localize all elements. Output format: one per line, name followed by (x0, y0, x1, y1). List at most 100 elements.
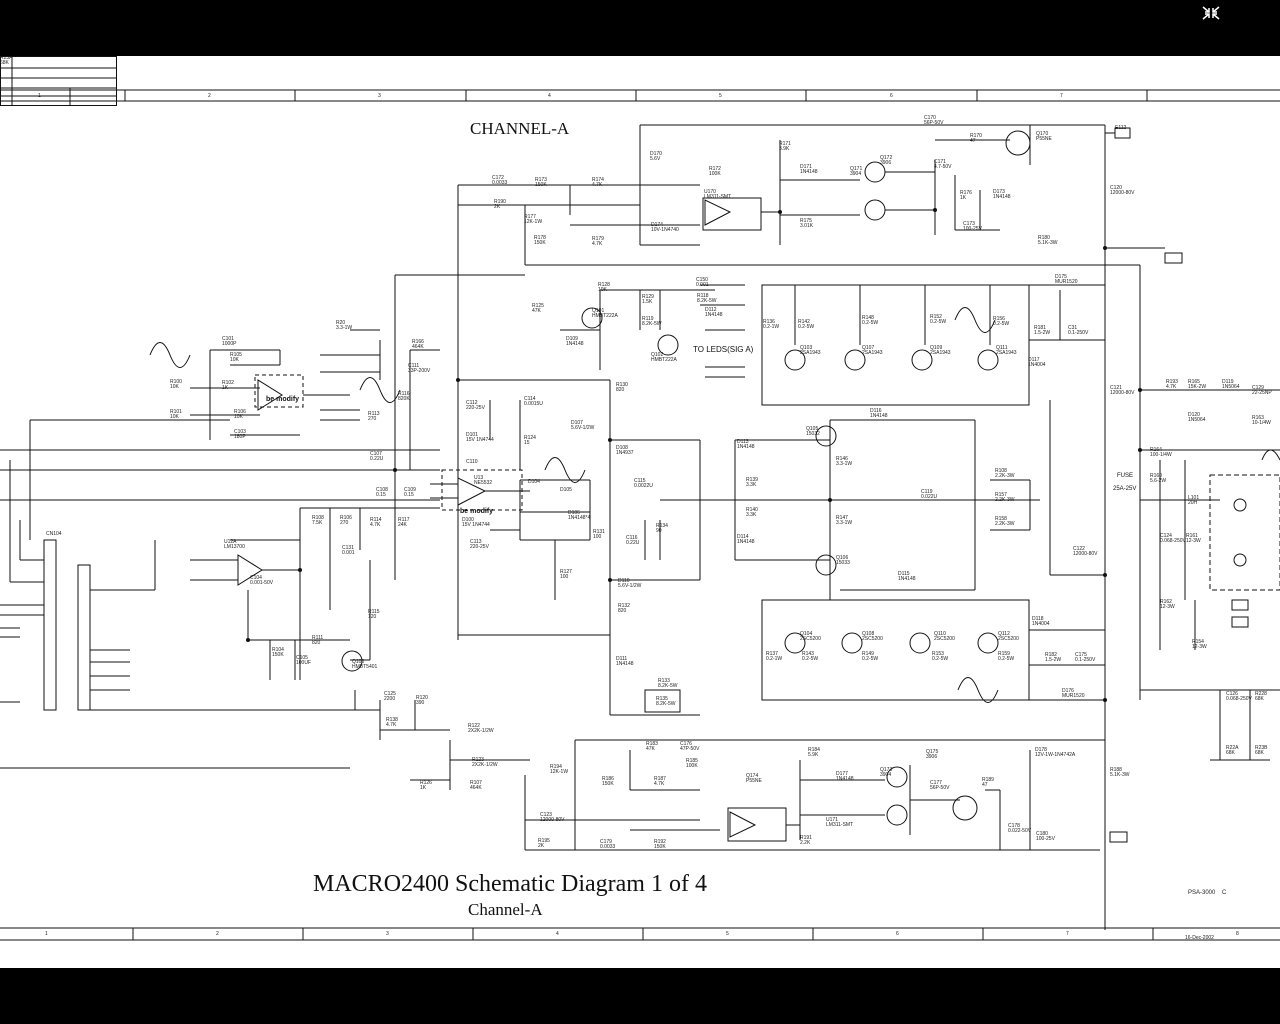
component-value: LM311-SMT (826, 822, 854, 828)
collapse-arrows-icon[interactable] (1200, 4, 1222, 22)
component-value: 0.15 (376, 492, 386, 498)
component-value: 1K (420, 785, 427, 791)
component-value: 5.1K-3W (1038, 240, 1058, 246)
component-ref: C108 (376, 487, 388, 493)
component-value: 8.2K-5W (656, 701, 676, 707)
component-value: 4.7K (370, 522, 381, 528)
component-ref: C103 (234, 429, 246, 435)
component-value: NE5532 (474, 480, 493, 486)
component-value: 12K-1W (524, 219, 543, 225)
component-ref: R175 (800, 218, 812, 224)
component-value: 1N4148 (737, 539, 755, 545)
component-value: 15V 1N4744 (462, 522, 490, 528)
component-value: 150K (602, 781, 614, 787)
component-ref: R130 (616, 382, 628, 388)
component-value: 47P-50V (680, 746, 700, 752)
component-ref: D111 (616, 656, 628, 662)
component-ref: R104 (272, 647, 284, 653)
component-value: 1.5-2W (1034, 330, 1051, 336)
component-ref: D120 (1188, 412, 1200, 418)
component-value: 4.7K (1166, 384, 1177, 390)
component-value: 5.9K (808, 752, 819, 758)
component-ref: R111 (312, 635, 324, 641)
component-value: 2SC5200 (862, 636, 883, 642)
border-num-top: 6 (890, 93, 893, 99)
component-value: 390 (416, 700, 425, 706)
component-value: 1N4148*4 (568, 515, 591, 521)
component-ref: R152 (930, 314, 942, 320)
component-value: 47K (532, 308, 541, 314)
component-value: 47 (982, 782, 988, 788)
component-ref: R139 (746, 477, 758, 483)
component-value: 464K (412, 344, 424, 350)
component-ref: Q107 (862, 345, 875, 351)
component-ref: R142 (798, 319, 810, 325)
component-ref: R173 (535, 177, 547, 183)
component-ref: R23B (1255, 745, 1268, 751)
component-ref: R188 (1110, 767, 1122, 773)
component-ref: R189 (982, 777, 994, 783)
component-value: 5.1K-3W (1110, 772, 1130, 778)
component-ref: C123 (540, 812, 552, 818)
component-value: 47K (646, 746, 655, 752)
border-num-bottom: 7 (1066, 931, 1069, 937)
component-label: CN104 (46, 532, 62, 537)
component-value: 150K (534, 240, 546, 246)
component-ref: D117 (1028, 357, 1040, 363)
component-value: 4.7-50V (934, 164, 952, 170)
component-ref: R154 (1192, 639, 1204, 645)
component-ref: D170 (650, 151, 662, 157)
component-value: 0.15 (404, 492, 414, 498)
component-ref: R182 (1045, 652, 1057, 658)
component-value: HMBT5401 (352, 664, 378, 670)
component-ref: CN104 (46, 531, 62, 537)
component-ref: D108 (616, 445, 628, 451)
border-num-bottom: 2 (216, 931, 219, 937)
component-value: 1N5064 (1222, 384, 1240, 390)
title-block-rev: C (1222, 890, 1227, 896)
component-value: 3904 (850, 171, 862, 177)
component-ref: R126 (420, 780, 432, 786)
schematic-sheet[interactable]: CHANNEL-A MACRO2400 Schematic Diagram 1 … (0, 56, 1280, 968)
component-ref: R132 (618, 603, 630, 609)
component-ref: R136 (763, 319, 775, 325)
component-ref: R187 (654, 776, 666, 782)
component-ref: R194 (550, 764, 562, 770)
component-value: 2.2K-3W (995, 473, 1015, 479)
component-ref: R101 (170, 409, 182, 415)
component-ref: C113 (470, 539, 482, 545)
component-ref: D110 (618, 578, 630, 584)
component-value: 150K (272, 652, 284, 658)
component-ref: Q105 (806, 426, 819, 432)
component-ref: R162 (1160, 599, 1172, 605)
component-ref: Q171 (850, 166, 863, 172)
component-ref: D115 (898, 571, 910, 577)
component-ref: R124 (524, 435, 536, 441)
component-ref: R122 (468, 723, 480, 729)
component-value: 3906 (880, 160, 892, 166)
component-value: 1.5-2W (1045, 657, 1062, 663)
